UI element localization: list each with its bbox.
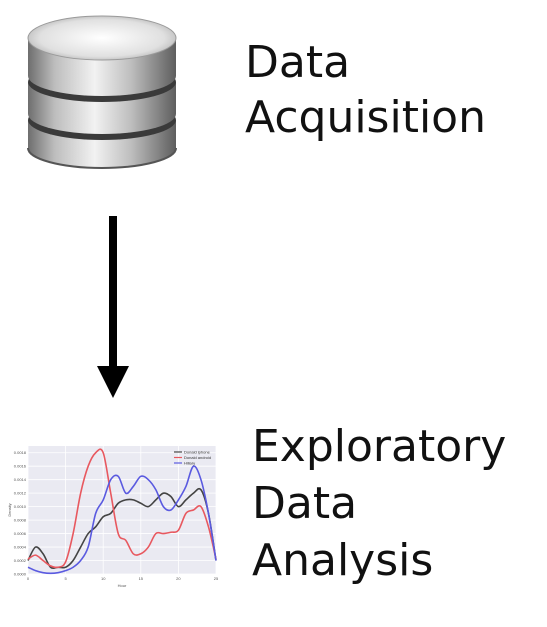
- label-line: Data: [245, 37, 351, 88]
- y-tick-label: 0.0002: [14, 558, 27, 563]
- data-acquisition-label: Data Acquisition: [245, 35, 486, 145]
- exploratory-data-analysis-label: Exploratory Data Analysis: [252, 418, 506, 589]
- plot-area: [28, 446, 216, 574]
- y-tick-label: 0.0014: [14, 477, 27, 482]
- x-axis-label: Hour: [118, 583, 127, 588]
- label-line: Analysis: [252, 535, 434, 586]
- y-tick-label: 0.0000: [14, 572, 27, 577]
- x-tick-label: 15: [139, 576, 144, 581]
- y-tick-label: 0.0010: [14, 504, 27, 509]
- label-line: Exploratory: [252, 421, 507, 472]
- y-axis-label: Density: [7, 503, 12, 516]
- y-tick-label: 0.0016: [14, 464, 27, 469]
- legend-label: Donald android: [184, 455, 211, 460]
- arrow-shaft: [109, 216, 117, 368]
- x-tick-label: 25: [214, 576, 219, 581]
- y-tick-label: 0.0018: [14, 450, 27, 455]
- x-tick-label: 10: [101, 576, 106, 581]
- y-tick-label: 0.0004: [14, 545, 27, 550]
- database-icon: [27, 15, 177, 169]
- density-chart-icon: 0.0000 0.0002 0.0004 0.0006 0.0008 0.0010 0.00…: [7, 446, 219, 588]
- label-line: Acquisition: [245, 92, 486, 143]
- series-line: [27, 465, 217, 575]
- arrow-head: [97, 366, 129, 398]
- label-line: Data: [252, 478, 358, 529]
- legend-label: Hillary: [184, 461, 195, 466]
- x-tick-label: 0: [27, 576, 30, 581]
- x-tick-label: 5: [64, 576, 67, 581]
- y-tick-label: 0.0006: [14, 531, 27, 536]
- x-tick-label: 20: [176, 576, 181, 581]
- legend-label: Donald iphone: [184, 450, 211, 455]
- arrow-down-icon: [97, 216, 129, 398]
- y-tick-label: 0.0012: [14, 491, 27, 496]
- series-line: [27, 448, 217, 569]
- y-tick-label: 0.0008: [14, 518, 27, 523]
